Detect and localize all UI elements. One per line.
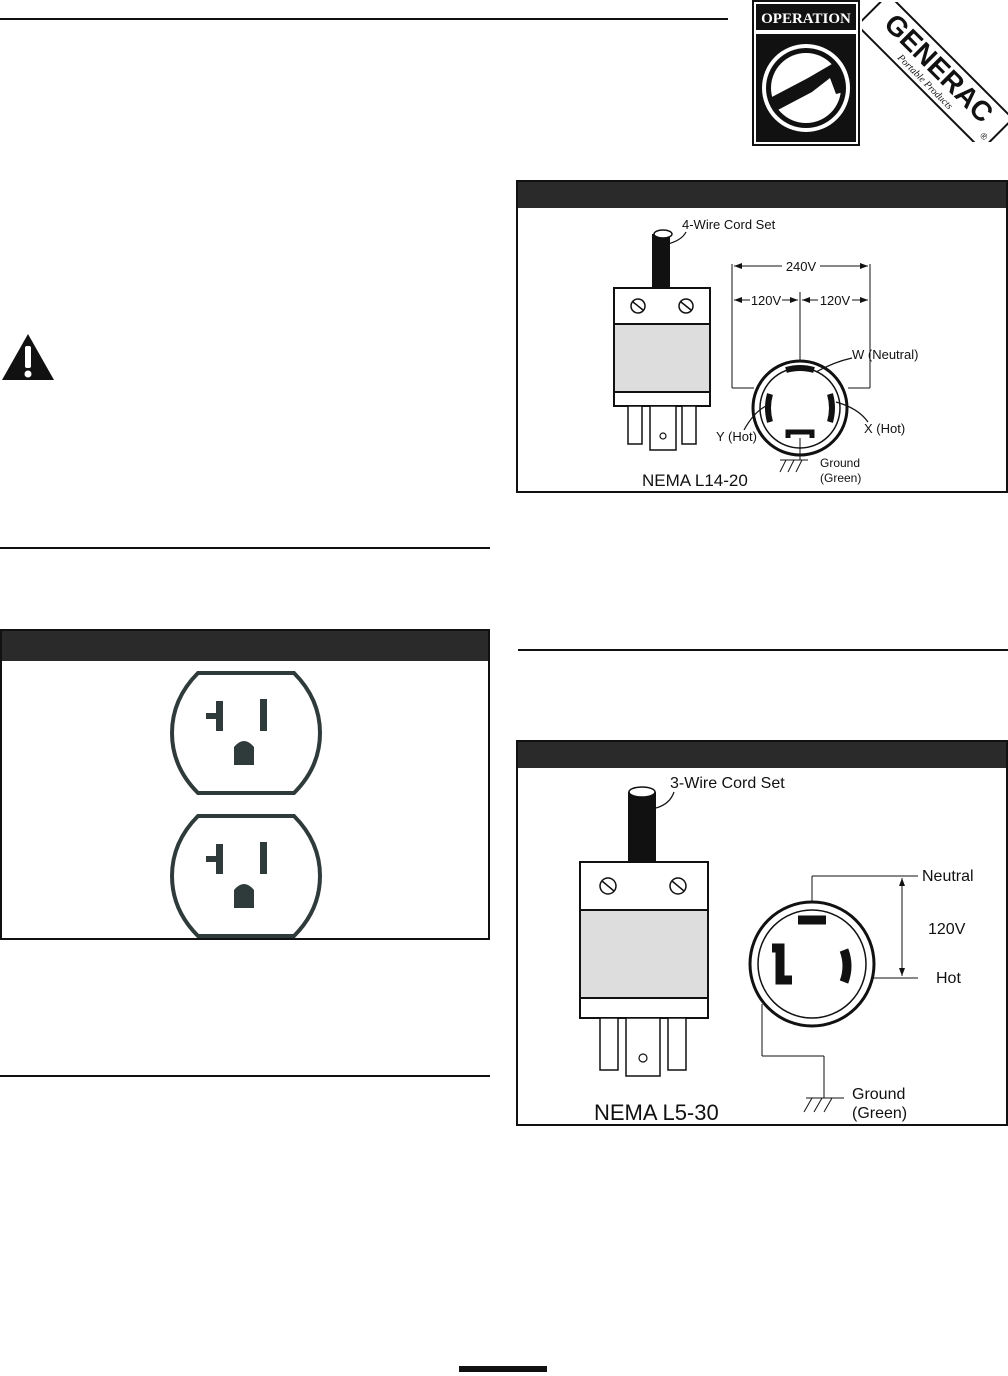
neutral-label: Neutral (922, 868, 974, 885)
voltage-total-label: 240V (786, 259, 817, 274)
voltage-label: 120V (928, 921, 966, 938)
voltage-right-label: 120V (820, 293, 851, 308)
generac-logo-text: GENERAC (878, 8, 999, 129)
duplex-outlet-figure (0, 629, 490, 940)
model-label: NEMA L5-30 (594, 1100, 719, 1124)
figure-title-bar (518, 742, 1006, 768)
hot-label: Hot (936, 970, 961, 987)
cord-label: 3-Wire Cord Set (670, 775, 785, 792)
voltage-left-label: 120V (751, 293, 782, 308)
plug-body (613, 287, 711, 451)
figure-title-bar (2, 631, 488, 661)
outlet-receptacle-lower (169, 814, 323, 938)
nema-l14-20-figure: 4-Wire Cord Set (516, 180, 1008, 493)
y-hot-label: Y (Hot) (716, 429, 757, 444)
w-neutral-label: W (Neutral) (852, 347, 918, 362)
plug-body (579, 861, 709, 1077)
header-rule (0, 18, 728, 20)
cord (628, 786, 656, 864)
ground-label-2: (Green) (852, 1105, 907, 1122)
page-number-bar (459, 1366, 547, 1372)
cord-label: 4-Wire Cord Set (682, 217, 776, 232)
operation-badge-text: OPERATION (761, 11, 851, 27)
section-rule-left-2 (0, 1075, 490, 1077)
model-label: NEMA L14-20 (642, 471, 748, 490)
cord (652, 229, 673, 290)
hand-icon (770, 64, 844, 112)
section-rule-left-1 (0, 547, 490, 549)
ground-label-1: Ground (820, 456, 860, 470)
nema-l5-30-figure: 3-Wire Cord Set (516, 740, 1008, 1126)
ground-label-2: (Green) (820, 471, 861, 485)
warning-icon (2, 334, 54, 380)
outlet-receptacle-upper (169, 671, 323, 795)
registered-mark: ® (978, 130, 990, 142)
x-hot-label: X (Hot) (864, 421, 905, 436)
figure-title-bar (518, 182, 1006, 208)
l5-30-receptacle (748, 900, 876, 1028)
section-rule-right-1 (518, 649, 1008, 651)
operation-badge: OPERATION (752, 0, 860, 146)
generac-logo: GENERAC Portable Products ® (862, 2, 1008, 142)
ground-label-1: Ground (852, 1086, 905, 1103)
l14-20-receptacle (751, 359, 849, 457)
